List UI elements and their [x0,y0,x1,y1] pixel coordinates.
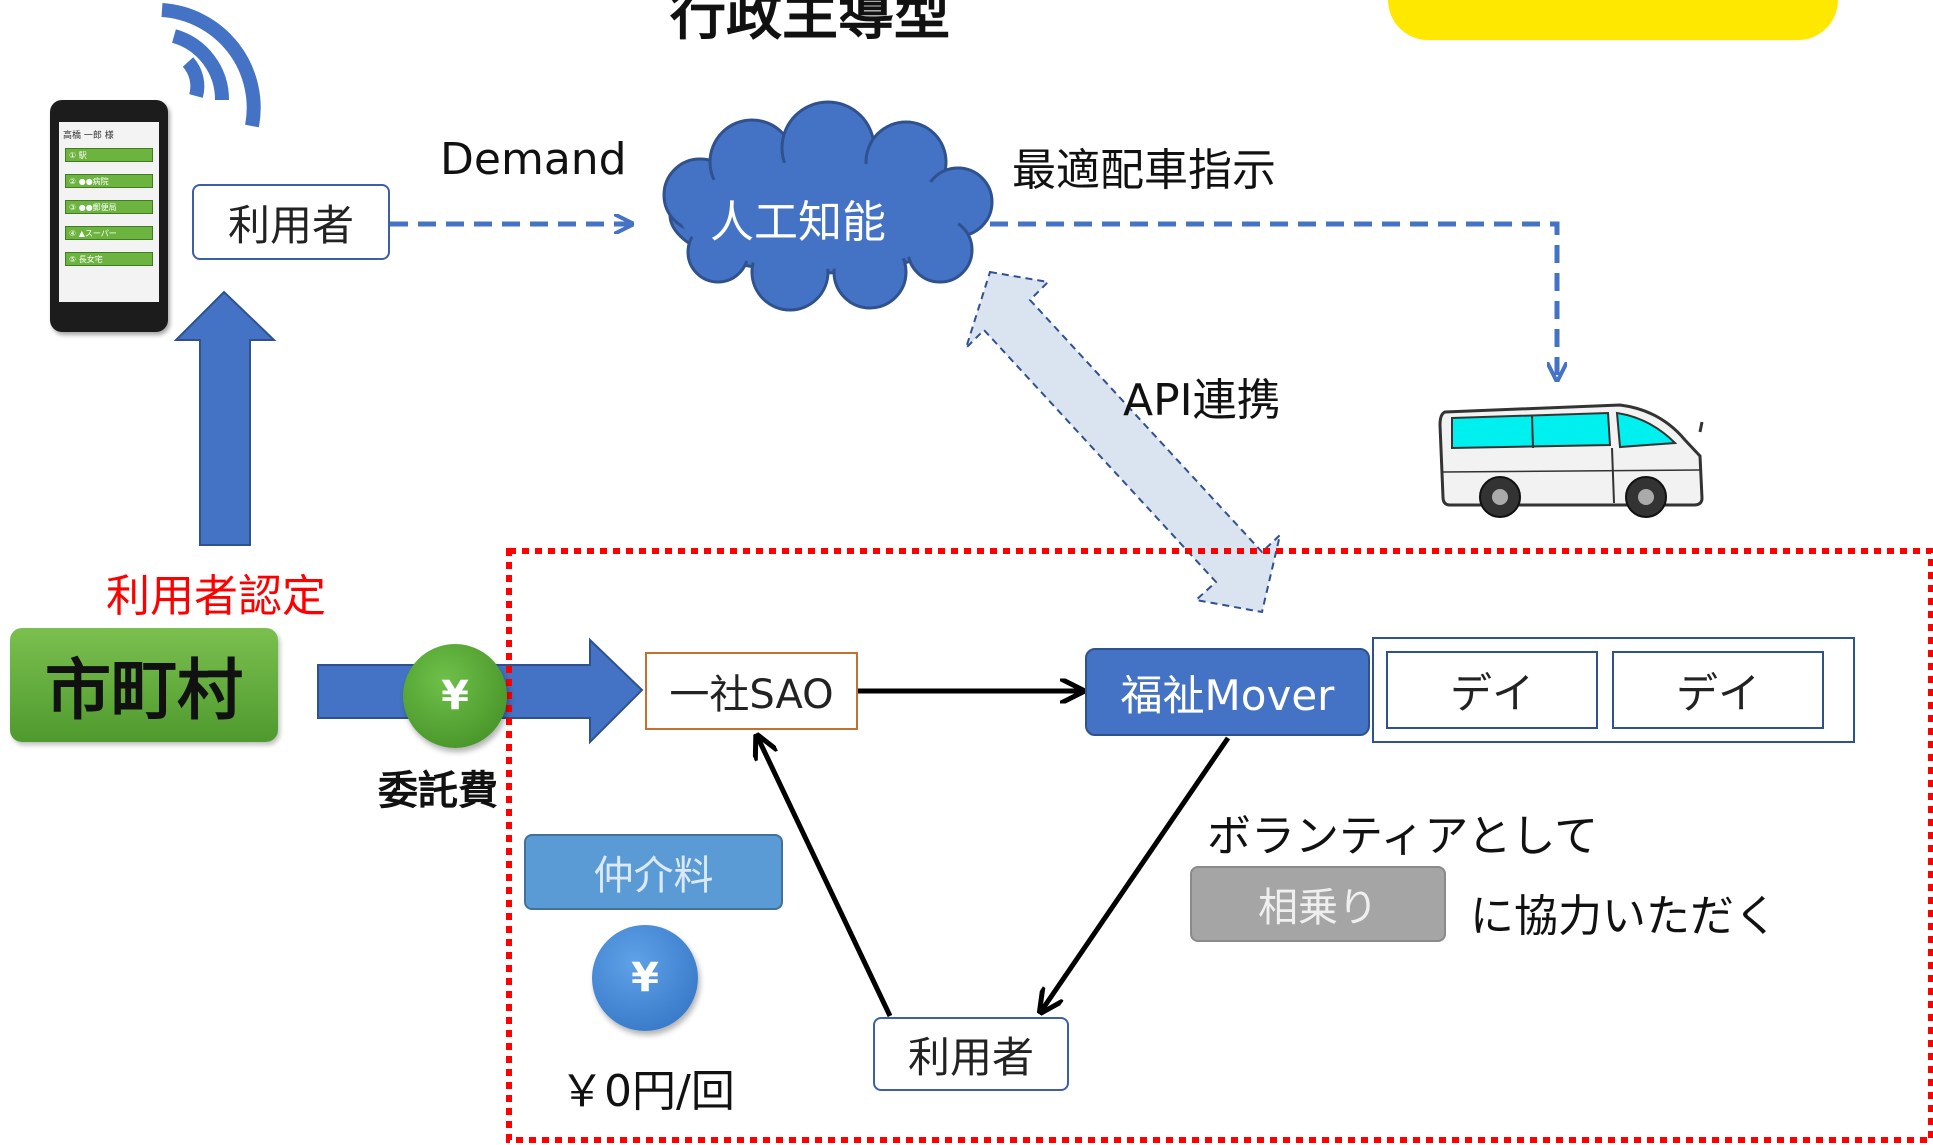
mover-box: 福祉Mover [1085,648,1370,736]
phone-menu-item: ① 駅 [65,148,153,162]
api-label: API連携 [1123,375,1281,426]
ride-share-box: 相乗り [1190,866,1446,942]
service-area-frame [506,548,1933,1143]
page-title: 行政主導型 [670,0,950,48]
commission-label: 委託費 [378,768,498,814]
phone-menu-item: ③ ●●郵便局 [65,200,153,214]
phone-menu-item: ④ ▲スーパー [65,226,153,240]
day-service-box: デイ [1386,651,1598,729]
api-double-arrow [965,270,1282,614]
fee-amount: ￥0円/回 [560,1066,735,1117]
demand-label: Demand [440,134,627,185]
user-box-top: 利用者 [192,184,390,260]
yen-coin-icon: ¥ [403,644,507,748]
fee-yen-coin-icon: ¥ [592,925,698,1031]
phone-menu-item: ② ●●病院 [65,174,153,188]
brand-logo [1388,0,1838,40]
phone-screen: 高橋 一郎 様 ① 駅 ② ●●病院 ③ ●●郵便局 ④ ▲スーパー ⑤ 長女宅 [59,122,159,302]
ai-cloud [662,100,994,312]
fee-box: 仲介料 [524,834,783,910]
user-to-sao-arrow [758,738,893,1018]
wifi-signal-icon [161,3,261,128]
day-service-box: デイ [1612,651,1824,729]
volunteer-text: ボランティアとして [1207,811,1599,862]
van-icon [1438,403,1704,518]
user-auth-label: 利用者認定 [106,571,326,622]
up-arrow [173,290,277,546]
dispatch-label: 最適配車指示 [1012,145,1276,196]
mover-to-user-arrow [1042,736,1231,1010]
sao-box: 一社SAO [645,652,858,730]
smartphone-icon: 高橋 一郎 様 ① 駅 ② ●●病院 ③ ●●郵便局 ④ ▲スーパー ⑤ 長女宅 [50,100,168,332]
cooperate-text: に協力いただく [1470,891,1778,942]
phone-user-name: 高橋 一郎 様 [63,131,114,141]
phone-menu-item: ⑤ 長女宅 [65,252,153,266]
user-box-bottom: 利用者 [873,1017,1069,1091]
dispatch-arrow [990,221,1557,378]
ai-label: 人工知能 [710,197,886,248]
city-box: 市町村 [10,628,278,742]
